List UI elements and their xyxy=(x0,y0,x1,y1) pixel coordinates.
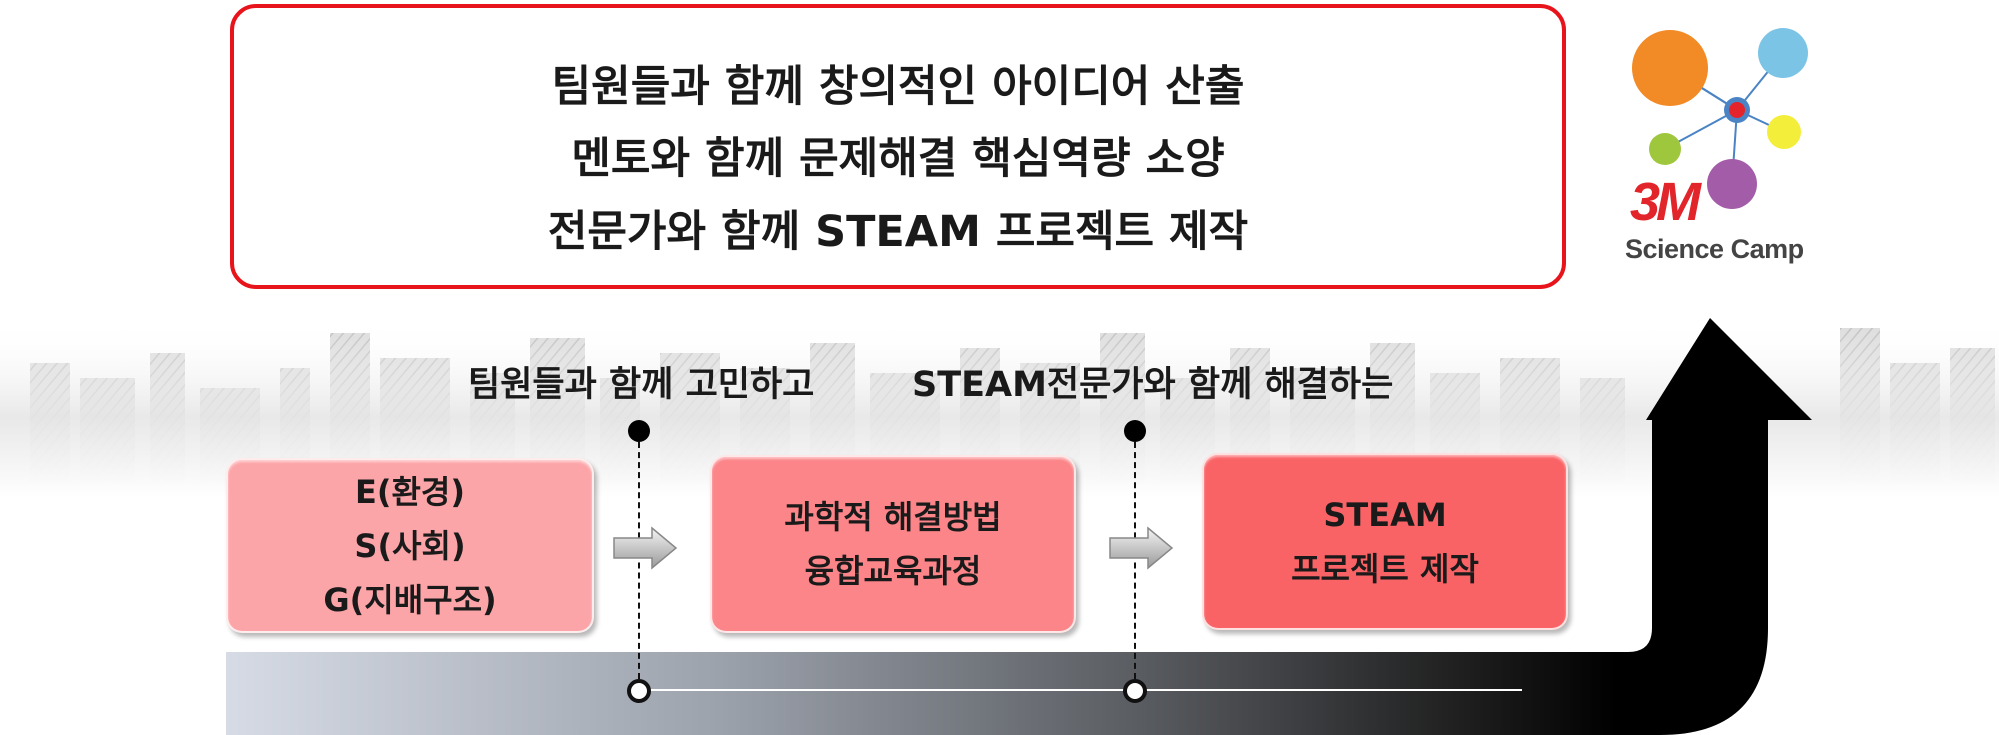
logo-node-green xyxy=(1649,133,1681,165)
logo-3m-brand: 3M xyxy=(1630,172,1701,232)
logo-node-blue xyxy=(1758,28,1808,78)
logo-name: Science Camp xyxy=(1625,234,1804,264)
stage-box-steam: STEAM 프로젝트 제작 xyxy=(1202,453,1568,630)
stage-line: 과학적 해결방법 xyxy=(784,498,1002,536)
marker-line-first xyxy=(638,432,640,689)
progress-bar xyxy=(226,652,1616,735)
step-arrow-icon xyxy=(613,526,678,570)
caption-first: 팀원들과 함께 고민하고 xyxy=(468,365,815,405)
stage-box-esg: E(환경) S(사회) G(지배구조) xyxy=(226,458,594,633)
stage-line: S(사회) xyxy=(354,526,466,565)
stage-line: 프로젝트 제작 xyxy=(1291,549,1479,588)
logo-node-orange xyxy=(1632,30,1708,106)
goal-line: 멘토와 함께 문제해결 핵심역량 소양 xyxy=(571,134,1225,184)
goals-box: 팀원들과 함께 창의적인 아이디어 산출 멘토와 함께 문제해결 핵심역량 소양… xyxy=(230,4,1566,289)
stage-line: E(환경) xyxy=(355,472,465,511)
goal-line: 팀원들과 함께 창의적인 아이디어 산출 xyxy=(551,62,1245,112)
logo-node-center xyxy=(1729,102,1745,118)
goal-line: 전문가와 함께 STEAM 프로젝트 제작 xyxy=(547,207,1249,257)
timeline-line xyxy=(638,689,1522,691)
marker-point-first xyxy=(627,679,651,703)
step-arrow-icon xyxy=(1109,526,1174,570)
marker-dot-first xyxy=(628,420,650,442)
molecule-icon xyxy=(1632,28,1808,209)
stage-line: 융합교육과정 xyxy=(804,552,982,590)
logo-node-purple xyxy=(1707,159,1757,209)
logo-node-yellow xyxy=(1767,115,1801,149)
caption-second: STEAM전문가와 함께 해결하는 xyxy=(912,365,1394,405)
marker-dot-second xyxy=(1124,420,1146,442)
stage-line: G(지배구조) xyxy=(323,580,497,619)
stage-line: STEAM xyxy=(1323,495,1447,534)
stage-box-method: 과학적 해결방법 융합교육과정 xyxy=(710,455,1076,633)
marker-point-second xyxy=(1123,679,1147,703)
science-camp-logo: 3M Science Camp xyxy=(1620,20,1820,280)
marker-line-second xyxy=(1134,432,1136,689)
